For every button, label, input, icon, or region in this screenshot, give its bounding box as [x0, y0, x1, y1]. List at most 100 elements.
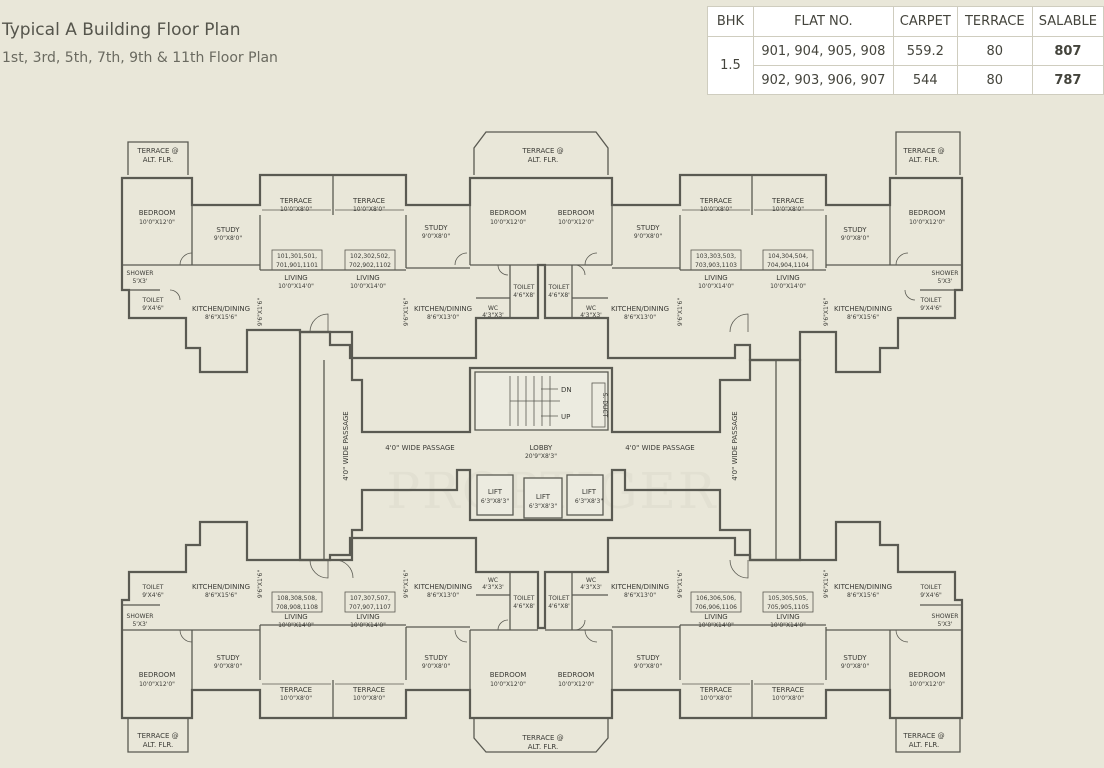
room-label: KITCHEN/DINING [611, 583, 669, 591]
room-label: LIVING [284, 274, 307, 282]
room-label: LIVING [704, 274, 727, 282]
duct-label: S. DUCT [601, 393, 608, 418]
room-dim: 4'6"X8' [513, 603, 535, 610]
carpet-cell: 544 [892, 65, 958, 95]
terrace-cell: 80 [956, 65, 1033, 95]
room-label: TOILET [920, 584, 942, 591]
room-label: WC [488, 305, 498, 312]
room-label: STUDY [424, 654, 448, 662]
room-label: TOILET [513, 595, 535, 602]
room-label: KITCHEN/DINING [611, 305, 669, 313]
room-label: STUDY [636, 224, 660, 232]
room-label: KITCHEN/DINING [834, 305, 892, 313]
room-label: WC [586, 305, 596, 312]
terrace-alt-label: ALT. FLR. [909, 156, 939, 164]
room-label: KITCHEN/DINING [192, 583, 250, 591]
room-dim: 4'6"X8' [548, 603, 570, 610]
room-dim: 10'0"X12'0" [139, 681, 175, 688]
svg-text:107,307,507,: 107,307,507, [350, 595, 390, 602]
terrace-alt-label: ALT. FLR. [143, 741, 173, 749]
svg-text:103,303,503,: 103,303,503, [696, 253, 736, 260]
room-dim: 8'6"X15'6" [205, 314, 237, 321]
table-header-row: BHK FLAT NO. CARPET TERRACE SALABLE [707, 6, 1104, 37]
room-dim: 10'0"X14'0" [698, 622, 734, 629]
passage-label: 4'0" WIDE PASSAGE [625, 444, 694, 452]
core: DN UP S. DUCT LIFT 6'3"X8'3" LIFT 6'3"X8… [298, 330, 802, 562]
svg-text:106,306,506,: 106,306,506, [696, 595, 736, 602]
room-dim: 10'0"X8'0" [280, 695, 312, 702]
room-dim: 10'0"X8'0" [772, 206, 804, 213]
terrace-alt-label: ALT. FLR. [909, 741, 939, 749]
room-label: TOILET [142, 584, 164, 591]
column-header: TERRACE [956, 6, 1033, 37]
dimension-label: 9'6"X1'6" [403, 298, 410, 326]
page-title: Typical A Building Floor Plan [2, 20, 241, 40]
terrace-alt-label: ALT. FLR. [528, 743, 558, 751]
room-label: SHOWER [932, 613, 959, 620]
room-label: LIVING [776, 274, 799, 282]
room-label: STUDY [216, 226, 240, 234]
bottom-wing: TERRACE @ ALT. FLR. TERRACE @ ALT. FLR. … [120, 520, 964, 753]
terrace-alt-label: TERRACE @ [136, 732, 178, 740]
svg-text:102,302,502,: 102,302,502, [350, 253, 390, 260]
room-dim: 5'X3' [132, 278, 147, 285]
room-label: BEDROOM [139, 671, 176, 679]
room-dim: 9'0"X8'0" [841, 663, 869, 670]
room-label: KITCHEN/DINING [192, 305, 250, 313]
flat-tag: 107,307,507, 707,907,1107 [344, 591, 396, 613]
terrace-alt-label: TERRACE @ [136, 147, 178, 155]
room-label: TERRACE [279, 686, 312, 694]
dimension-label: 9'6"X1'6" [823, 298, 830, 326]
room-dim: 4'3"X3' [482, 312, 504, 319]
table-row: 902, 903, 906, 907 544 80 787 [708, 65, 1104, 95]
room-label: SHOWER [127, 613, 154, 620]
page-subtitle: 1st, 3rd, 5th, 7th, 9th & 11th Floor Pla… [2, 50, 278, 66]
svg-text:104,304,504,: 104,304,504, [768, 253, 808, 260]
room-label: STUDY [636, 654, 660, 662]
lift-label: LIFT [582, 488, 597, 496]
lobby-dim: 20'9"X8'3" [525, 453, 557, 460]
top-wing: TERRACE @ ALT. FLR. TERRACE @ ALT. FLR. … [120, 131, 964, 374]
room-dim: 9'X4'6" [920, 592, 942, 599]
room-dim: 9'0"X8'0" [214, 663, 242, 670]
passage-label: 4'0" WIDE PASSAGE [731, 411, 739, 480]
room-dim: 10'0"X12'0" [490, 219, 526, 226]
room-dim: 9'0"X8'0" [841, 235, 869, 242]
svg-text:705,905,1105: 705,905,1105 [767, 604, 809, 611]
room-dim: 10'0"X14'0" [770, 283, 806, 290]
dimension-label: 9'6"X1'6" [677, 298, 684, 326]
lobby-label: LOBBY [530, 444, 553, 452]
terrace-alt-label: ALT. FLR. [143, 156, 173, 164]
svg-text:708,908,1108: 708,908,1108 [276, 604, 318, 611]
room-dim: 8'6"X13'0" [427, 314, 459, 321]
room-dim: 8'6"X15'6" [205, 592, 237, 599]
svg-text:704,904,1104: 704,904,1104 [767, 262, 809, 269]
terrace-alt-label: TERRACE @ [902, 147, 944, 155]
room-dim: 10'0"X12'0" [558, 219, 594, 226]
flat-no-cell: 902, 903, 906, 907 [752, 65, 894, 95]
room-label: TERRACE [771, 686, 804, 694]
terrace-alt-label: TERRACE @ [521, 147, 563, 155]
room-label: TERRACE [352, 686, 385, 694]
flat-tag: 105,305,505, 705,905,1105 [762, 591, 814, 613]
room-label: SHOWER [932, 270, 959, 277]
room-dim: 4'3"X3' [580, 584, 602, 591]
room-dim: 9'X4'6" [142, 305, 164, 312]
room-dim: 10'0"X14'0" [278, 283, 314, 290]
stairs-down-label: DN [561, 386, 572, 394]
svg-text:105,305,505,: 105,305,505, [768, 595, 808, 602]
passage-label: 4'0" WIDE PASSAGE [385, 444, 454, 452]
room-label: TOILET [548, 595, 570, 602]
flat-tag: 102,302,502, 702,902,1102 [344, 249, 396, 271]
room-label: LIVING [704, 613, 727, 621]
room-label: LIVING [284, 613, 307, 621]
room-label: STUDY [843, 226, 867, 234]
room-label: STUDY [424, 224, 448, 232]
lift-dim: 6'3"X8'3" [481, 498, 509, 505]
room-label: SHOWER [127, 270, 154, 277]
dimension-label: 9'6"X1'6" [823, 570, 830, 598]
room-label: STUDY [216, 654, 240, 662]
room-label: BEDROOM [558, 209, 595, 217]
svg-text:707,907,1107: 707,907,1107 [349, 604, 391, 611]
